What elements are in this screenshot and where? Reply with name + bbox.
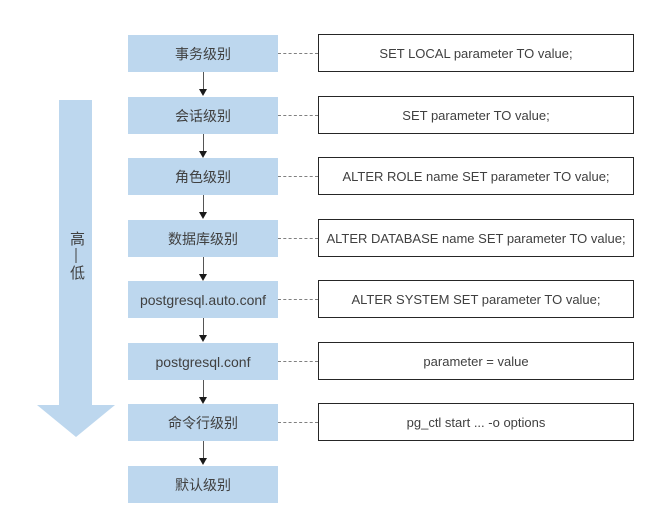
priority-arrow-label: 高—低: [68, 231, 85, 282]
level-box-session: 会话级别: [128, 97, 278, 134]
connector-dashed-session: [278, 115, 318, 116]
command-box-parameter-value: parameter = value: [318, 342, 634, 380]
down-arrow-line: [203, 441, 204, 458]
down-arrow-icon: [199, 318, 208, 342]
down-arrow-icon: [199, 72, 208, 96]
down-arrow-line: [203, 195, 204, 212]
down-arrow-head: [199, 458, 207, 465]
down-arrow-icon: [199, 257, 208, 281]
level-box-commandline: 命令行级别: [128, 404, 278, 441]
command-box-alter-database: ALTER DATABASE name SET parameter TO val…: [318, 219, 634, 257]
connector-dashed-transaction: [278, 53, 318, 54]
down-arrow-line: [203, 380, 204, 397]
command-box-alter-role: ALTER ROLE name SET parameter TO value;: [318, 157, 634, 195]
down-arrow-line: [203, 72, 204, 89]
down-arrow-head: [199, 335, 207, 342]
level-box-conf: postgresql.conf: [128, 343, 278, 380]
down-arrow-head: [199, 89, 207, 96]
command-box-alter-system: ALTER SYSTEM SET parameter TO value;: [318, 280, 634, 318]
level-box-auto-conf: postgresql.auto.conf: [128, 281, 278, 318]
connector-dashed-commandline: [278, 422, 318, 423]
level-box-role: 角色级别: [128, 158, 278, 195]
connector-dashed-role: [278, 176, 318, 177]
down-arrow-icon: [199, 441, 208, 465]
down-arrow-icon: [199, 380, 208, 404]
down-arrow-icon: [199, 195, 208, 219]
level-box-default: 默认级别: [128, 466, 278, 503]
down-arrow-line: [203, 134, 204, 151]
down-arrow-line: [203, 257, 204, 274]
command-box-set-local: SET LOCAL parameter TO value;: [318, 34, 634, 72]
command-box-set: SET parameter TO value;: [318, 96, 634, 134]
connector-dashed-conf: [278, 361, 318, 362]
level-box-database: 数据库级别: [128, 220, 278, 257]
priority-arrow-head-icon: [37, 405, 115, 437]
down-arrow-line: [203, 318, 204, 335]
down-arrow-head: [199, 274, 207, 281]
down-arrow-head: [199, 212, 207, 219]
down-arrow-head: [199, 151, 207, 158]
level-box-transaction: 事务级别: [128, 35, 278, 72]
priority-arrow-shaft: [59, 100, 92, 405]
command-box-pg-ctl: pg_ctl start ... -o options: [318, 403, 634, 441]
down-arrow-head: [199, 397, 207, 404]
connector-dashed-database: [278, 238, 318, 239]
connector-dashed-auto-conf: [278, 299, 318, 300]
down-arrow-icon: [199, 134, 208, 158]
